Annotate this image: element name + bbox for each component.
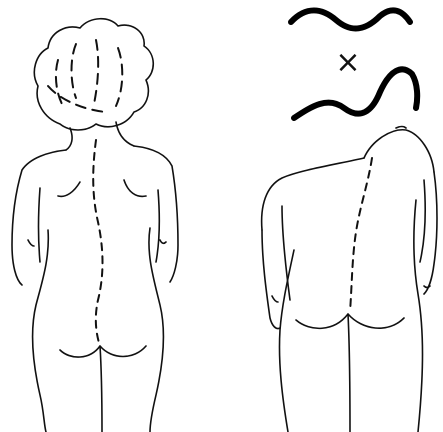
right-figure-head-mass <box>364 130 434 172</box>
left-figure-buttocks <box>60 346 146 357</box>
left-figure-right-scapula <box>124 180 146 196</box>
right-figure-right-arm <box>424 172 437 294</box>
left-figure-right-arm-inner <box>156 190 159 262</box>
right-figure-left-arm <box>262 230 280 329</box>
right-figure-right-hip <box>414 200 423 432</box>
right-figure <box>262 127 437 432</box>
right-figure-gluteal-cleft <box>348 314 350 432</box>
right-figure-buttocks <box>296 314 404 328</box>
right-figure-left-elbow <box>272 296 278 302</box>
right-figure-spine <box>350 158 372 312</box>
multiply-sign: × <box>335 45 360 80</box>
left-figure <box>12 19 178 432</box>
left-figure-hair-texture <box>48 40 122 112</box>
curve-comparison: × <box>291 10 417 118</box>
left-figure-left-arm-inner <box>39 188 41 262</box>
left-figure-left-elbow <box>28 240 34 246</box>
top-wave <box>291 10 410 28</box>
left-figure-gluteal-cleft <box>100 346 102 432</box>
right-figure-right-arm-inner <box>420 180 425 262</box>
right-figure-left-shoulder <box>262 158 364 230</box>
left-figure-hair <box>34 19 153 130</box>
right-figure-right-elbow <box>424 286 430 288</box>
right-figure-shoulder-mark <box>396 127 406 129</box>
left-figure-spine <box>93 140 102 346</box>
left-figure-right-elbow <box>160 240 166 243</box>
left-figure-left-scapula <box>58 182 80 196</box>
